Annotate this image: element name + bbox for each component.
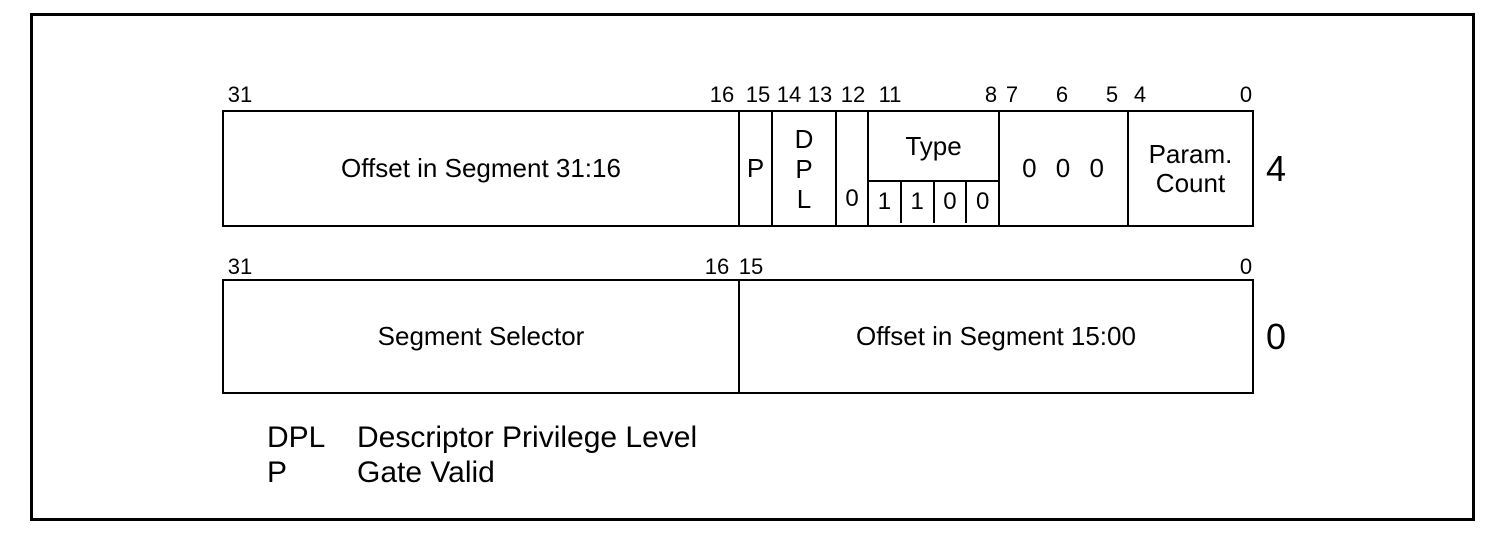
bit-label-8: 8: [984, 82, 998, 107]
type-label: Type: [905, 130, 962, 161]
bit-label-13: 13: [807, 82, 833, 107]
field-reserved-zeros: 0 0 0: [998, 112, 1127, 225]
bit-label-15-low: 15: [738, 254, 764, 279]
type-bit-10: 1: [899, 182, 933, 223]
legend-row-dpl: DPL Descriptor Privilege Level: [267, 421, 697, 454]
field-p-flag: P: [738, 112, 771, 225]
legend-definition-p: Gate Valid: [357, 456, 495, 489]
byte-offset-4: 4: [1265, 148, 1287, 189]
bit-label-12: 12: [840, 82, 866, 107]
bit-label-14: 14: [776, 82, 802, 107]
type-bit-9: 0: [932, 182, 966, 223]
type-bit-values: 1 1 0 0: [869, 180, 998, 223]
dpl-vertical-text: DPL: [789, 123, 819, 214]
field-offset-in-segment-15-00: Offset in Segment 15:00: [738, 281, 1252, 392]
bit-label-31-low: 31: [227, 254, 253, 279]
bit-label-31: 31: [227, 82, 253, 107]
field-offset-in-segment-31-16: Offset in Segment 31:16: [341, 153, 621, 184]
field-param-count: Param. Count: [1127, 112, 1252, 225]
legend-term-p: P: [267, 456, 288, 489]
low-dword-box: Segment Selector Offset in Segment 15:00: [222, 279, 1254, 394]
legend-definition-dpl: Descriptor Privilege Level: [357, 421, 698, 454]
field-bit12-zero: 0: [835, 112, 867, 225]
field-dpl: DPL: [771, 112, 835, 225]
type-bit-8: 0: [965, 182, 998, 223]
bit-label-7: 7: [1005, 82, 1019, 107]
bit-label-11: 11: [878, 82, 902, 107]
bit-label-15: 15: [745, 82, 771, 107]
byte-offset-0: 0: [1265, 316, 1287, 357]
type-bit-11: 1: [877, 188, 892, 216]
bit-label-0: 0: [1239, 82, 1253, 107]
legend-term-dpl: DPL: [267, 421, 326, 454]
high-dword-box: Offset in Segment 31:16 P DPL 0 Type 1 1…: [222, 110, 1254, 227]
bit-label-16: 16: [709, 82, 735, 107]
bit-label-0-low: 0: [1239, 254, 1253, 279]
field-segment-selector: Segment Selector: [377, 321, 585, 352]
bit-label-16-low: 16: [704, 254, 730, 279]
legend-row-p: P Gate Valid: [267, 456, 495, 489]
bit-label-6: 6: [1055, 82, 1069, 107]
bit-label-5: 5: [1105, 82, 1119, 107]
field-type: Type 1 1 0 0: [867, 112, 998, 225]
figure-border: [30, 13, 1475, 521]
bit-label-4: 4: [1133, 82, 1147, 107]
